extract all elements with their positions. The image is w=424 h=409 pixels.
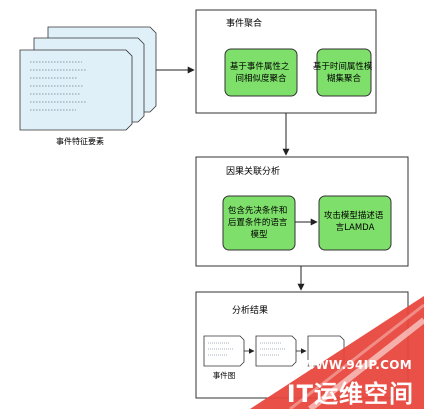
watermark-url: WWW.94IP.COM (301, 358, 412, 372)
node-label-line: 糊集聚合 (327, 73, 362, 84)
svg-text:基于时间属性模 糊集聚合: 基于时间属性模 糊集聚合 (313, 61, 375, 84)
node-label-line: 言LAMDA (336, 222, 375, 233)
node-label-line: 包含先决条件和 (228, 205, 288, 216)
document-text-lines (30, 61, 86, 111)
node-label-line: 间相似度聚合 (235, 73, 287, 84)
svg-text:攻击模型描述语 言LAMDA: 攻击模型描述语 言LAMDA (324, 210, 386, 233)
node-precondition-language-model: 包含先决条件和 后置条件的语言 模型 (222, 195, 296, 251)
node-label-line: 模型 (250, 229, 268, 240)
mini-document-2 (255, 335, 297, 367)
node-label-line: 攻击模型描述语 (324, 210, 384, 221)
source-document-stack: 事件特征要素 (19, 26, 157, 146)
source-caption: 事件特征要素 (56, 136, 104, 146)
stage-title: 分析结果 (232, 304, 268, 316)
mini-document-1 (203, 335, 245, 367)
node-fuzzy-time-aggregation: 基于时间属性模 糊集聚合 (313, 48, 375, 97)
svg-text:包含先决条件和 后置条件的语言: 包含先决条件和 后置条件的语言 模型 (228, 205, 290, 240)
node-label-line: 基于时间属性模 (313, 61, 373, 72)
node-attribute-similarity-aggregation: 基于事件属性之 间相似度聚合 (224, 48, 298, 97)
stage-event-aggregation: 事件聚合 基于事件属性之 间相似度聚合 基于时间属性模 糊集聚合 (195, 9, 377, 114)
stage-title: 因果关联分析 (226, 165, 280, 177)
svg-text:基于事件属性之 间相似度聚合: 基于事件属性之 间相似度聚合 (230, 61, 292, 84)
document-page-front (19, 49, 133, 131)
stage-causal-analysis: 因果关联分析 包含先决条件和 后置条件的语言 模型 攻击模型描述语 言LAMDA (195, 156, 409, 267)
watermark-name: IT运维空间 (286, 380, 414, 408)
watermark-triangle (250, 296, 424, 409)
node-label-line: 后置条件的语言 (228, 217, 288, 228)
node-lamda-attack-language: 攻击模型描述语 言LAMDA (318, 195, 392, 251)
graph-caption: 事件图 (213, 370, 236, 380)
node-label-line: 基于事件属性之 (230, 61, 290, 72)
stage-title: 事件聚合 (226, 17, 262, 29)
